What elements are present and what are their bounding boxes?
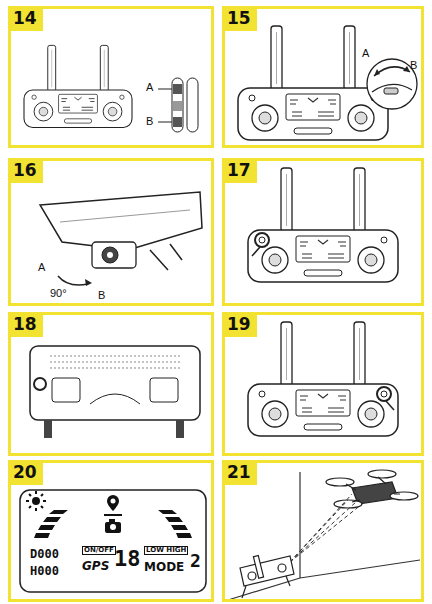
number-tab: 15 <box>222 6 257 31</box>
number-tab: 21 <box>222 460 257 485</box>
figure-panel: 21 <box>222 460 424 602</box>
figure-label: LOW HIGH <box>144 546 188 555</box>
figure-label: 90° <box>50 288 67 299</box>
figure-panel: 16 <box>8 158 214 306</box>
figure-label: 18 <box>114 548 141 570</box>
figure-label: H000 <box>30 565 59 577</box>
number-tab: 17 <box>222 158 257 183</box>
figure-number: 15 <box>227 8 251 28</box>
figure-panel: 15 <box>222 6 424 148</box>
figure-label: B <box>146 116 153 127</box>
number-tab: 18 <box>8 312 43 337</box>
figure-panel: 18 <box>8 312 214 456</box>
figure-label: A <box>38 262 45 273</box>
figure-label: D000 <box>30 548 59 560</box>
figure-number: 18 <box>13 314 37 334</box>
figure-label: A <box>362 48 369 59</box>
number-tab: 14 <box>8 6 43 31</box>
number-tab: 16 <box>8 158 43 183</box>
figure-label: 2 <box>190 552 201 570</box>
figure-label: MODE <box>144 561 184 573</box>
figure-number: 20 <box>13 462 37 482</box>
figure-label: B <box>410 60 417 71</box>
figure-number: 19 <box>227 314 251 334</box>
figure-label: A <box>146 82 153 93</box>
figure-panel: 19 <box>222 312 424 456</box>
figure-number: 16 <box>13 160 37 180</box>
figure-number: 17 <box>227 160 251 180</box>
figure-panel: 17 <box>222 158 424 306</box>
number-tab: 19 <box>222 312 257 337</box>
figure-panel: 14 <box>8 6 214 148</box>
figure-label: ON/OFF <box>82 546 116 555</box>
figure-panel: 20 <box>8 460 214 602</box>
figure-number: 14 <box>13 8 37 28</box>
number-tab: 20 <box>8 460 43 485</box>
figure-label: B <box>98 290 105 301</box>
figure-number: 21 <box>227 462 251 482</box>
figure-label: GPS <box>82 560 109 572</box>
